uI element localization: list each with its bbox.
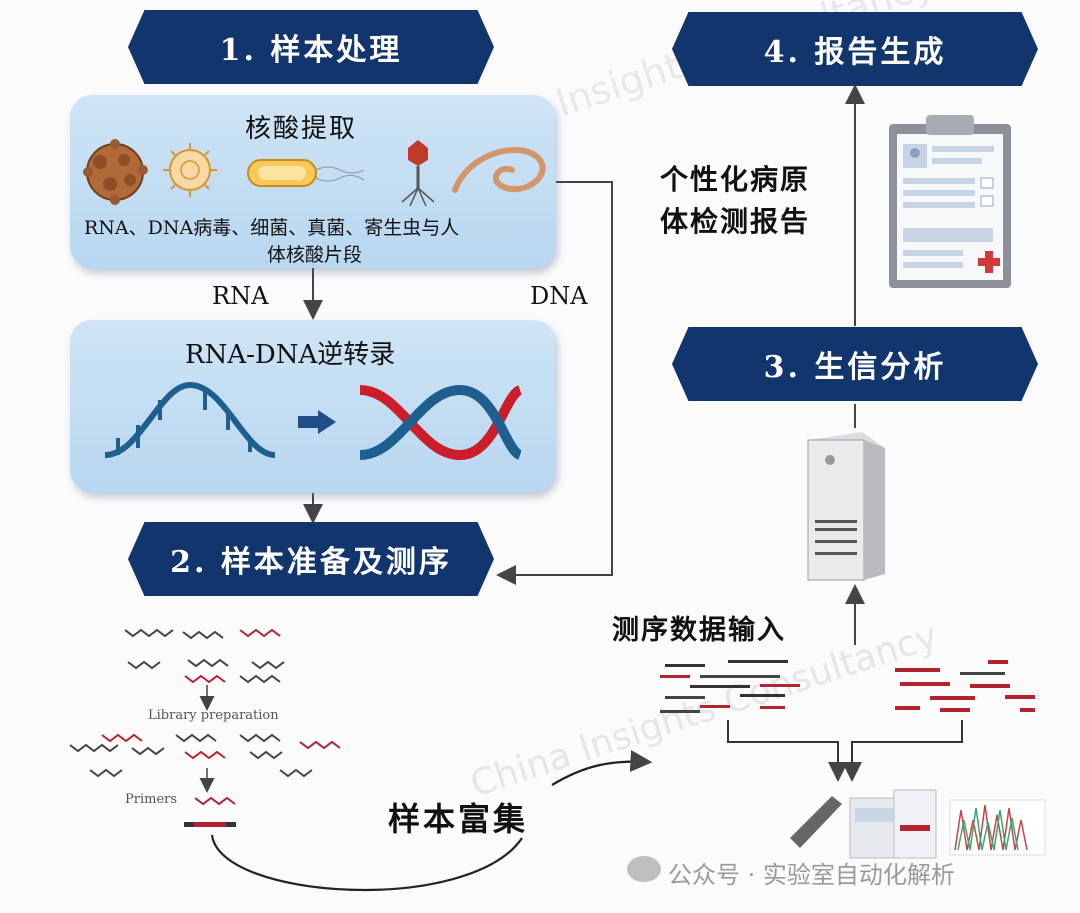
step-1-banner: 1. 样本处理 [128, 10, 494, 84]
dna-fragments-top [124, 628, 285, 684]
rna-flow-label: RNA [212, 282, 269, 310]
step-4-label: 4. 报告生成 [763, 35, 947, 70]
virus-icon [83, 139, 148, 205]
dna-double-helix-icon [359, 384, 523, 461]
right-arrow-icon [298, 410, 336, 434]
extraction-description-line2: 体核酸片段 [267, 244, 363, 266]
reverse-transcription-panel [70, 320, 555, 492]
parasite-worm-icon [452, 147, 546, 193]
dna-flow-label: DNA [530, 282, 588, 310]
library-preparation-label: Library preparation [148, 708, 279, 723]
report-description-line2: 体检测报告 [660, 205, 811, 238]
step-4-banner: 4. 报告生成 [672, 12, 1038, 86]
footer-watermark: 公众号 · 实验室自动化解析 [668, 861, 955, 889]
step-1-label: 1. 样本处理 [219, 33, 403, 68]
reverse-transcription-title: RNA-DNA逆转录 [185, 340, 396, 370]
sample-enrichment-label: 样本富集 [388, 800, 529, 838]
primers-label: Primers [125, 792, 178, 807]
step-2-label: 2. 样本准备及测序 [170, 545, 452, 580]
aligned-reads-left [660, 660, 800, 713]
step-3-banner: 3. 生信分析 [672, 327, 1038, 401]
wechat-icon [627, 856, 661, 882]
step-3-label: 3. 生信分析 [763, 350, 947, 385]
bacteriophage-icon [401, 140, 435, 207]
dna-fragments-middle [69, 733, 341, 778]
report-description-line1: 个性化病原 [660, 163, 811, 196]
sequencing-input-label: 测序数据输入 [612, 615, 786, 646]
step-2-banner: 2. 样本准备及测序 [128, 522, 494, 596]
primer-fragment [184, 796, 236, 827]
enveloped-virus-icon [163, 143, 217, 197]
extraction-description-line1: RNA、DNA病毒、细菌、真菌、寄生虫与人 [84, 217, 460, 239]
chromatogram-icon [949, 799, 1046, 856]
aligned-reads-right [895, 660, 1035, 712]
bacterium-icon [247, 159, 365, 187]
sequencing-chip-icon [790, 796, 842, 848]
rna-single-strand-icon [104, 381, 276, 458]
sequencer-machine-icon [849, 789, 937, 859]
extraction-title: 核酸提取 [245, 114, 358, 144]
